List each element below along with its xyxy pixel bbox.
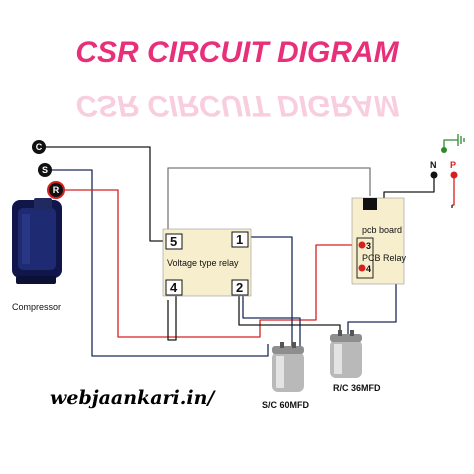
start-capacitor [272, 342, 304, 392]
pcb-terminal-3: 3 [358, 241, 371, 251]
wire-run-cap [347, 275, 397, 338]
pcb-board-box [351, 197, 405, 285]
pcb-terminal-4: 4 [358, 264, 371, 274]
wire-relay2-branch [238, 295, 341, 336]
diagram-title: CSR CIRCUIT DIGRAM [75, 36, 399, 69]
relay-terminal-1: 1 [231, 231, 249, 248]
terminal-s: S [38, 163, 52, 177]
pcb-board-label: pcb board [362, 225, 402, 235]
run-capacitor [330, 330, 362, 378]
pcb-terminal-4-label: 4 [366, 264, 371, 274]
pcb-relay-box [356, 237, 374, 279]
relay-terminal-2: 2 [231, 279, 249, 296]
site-watermark: webjaankari.in/ [50, 387, 216, 409]
relay-terminal-2-label: 2 [236, 280, 243, 295]
wire-phase [452, 176, 455, 206]
terminal-c-label: C [36, 142, 43, 152]
run-capacitor-label: R/C 36MFD [333, 383, 381, 393]
relay-terminal-5-label: 5 [170, 234, 177, 249]
terminal-s-label: S [42, 165, 48, 175]
pcb-connector [363, 198, 377, 210]
wire-ground [443, 139, 458, 149]
neutral-terminal [430, 171, 438, 179]
wire-top-loop [167, 167, 371, 240]
terminal-r-label: R [53, 185, 60, 195]
title-reflection: CSR CIRCUIT DIGRAM [75, 89, 399, 122]
neutral-label: N [430, 160, 437, 170]
wire-relay1 [248, 236, 293, 350]
phase-terminal [450, 171, 458, 179]
terminal-c: C [32, 140, 46, 154]
compressor-label: Compressor [12, 302, 61, 312]
ground-icon [457, 134, 465, 146]
relay-terminal-1-label: 1 [236, 232, 243, 247]
ground-terminal [441, 147, 447, 153]
wire-neutral [383, 176, 435, 200]
pcb-terminal-3-label: 3 [366, 241, 371, 251]
relay-terminal-4: 4 [165, 279, 183, 296]
relay-terminal-4-label: 4 [170, 280, 178, 295]
relay-terminal-5: 5 [165, 233, 183, 250]
voltage-relay-label: Voltage type relay [167, 258, 239, 268]
wire-c-to-relay5 [44, 146, 166, 242]
phase-label: P [450, 160, 456, 170]
pcb-relay-label: PCB Relay [362, 253, 407, 263]
wire-s-to-relay4 [46, 169, 269, 357]
start-capacitor-label: S/C 60MFD [262, 400, 310, 410]
compressor [12, 198, 62, 284]
wire-r-to-pcb [56, 189, 362, 338]
wire-relay4-down [167, 295, 177, 341]
wire-relay2-to-caps [242, 295, 301, 346]
terminal-r: R [47, 181, 65, 199]
